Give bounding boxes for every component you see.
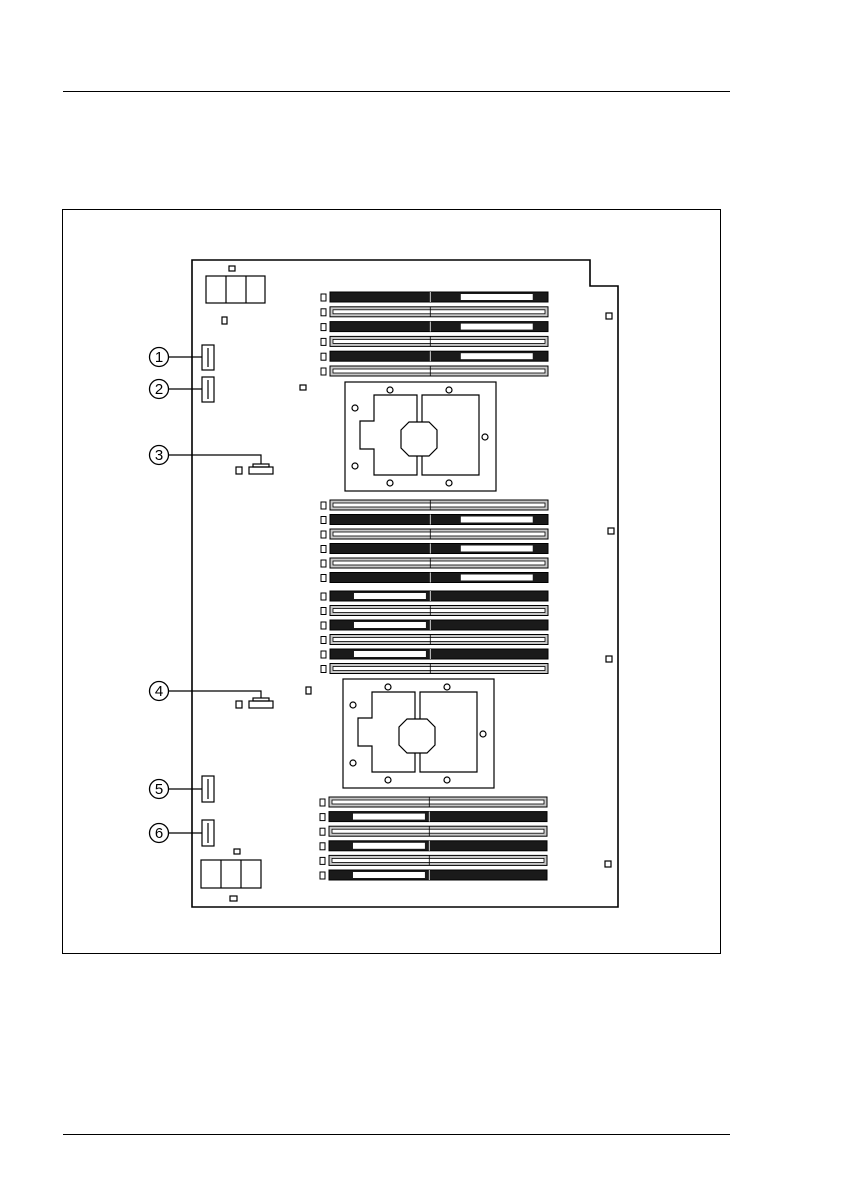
board-edge-component bbox=[605, 861, 611, 867]
dimm-slot bbox=[320, 841, 547, 851]
dimm-slot bbox=[321, 606, 548, 616]
vertical-connector-6 bbox=[202, 820, 214, 846]
dimm-latch bbox=[320, 799, 325, 806]
board-edge-component bbox=[606, 656, 612, 662]
small-component bbox=[300, 385, 306, 390]
dimm-latch bbox=[321, 593, 326, 600]
dimm-latch bbox=[320, 857, 325, 864]
callout-5: 5 bbox=[150, 780, 203, 799]
system-board-diagram: 1 2 3 4 5 6 bbox=[63, 210, 722, 955]
dimm-latch bbox=[320, 872, 325, 879]
board-edge-component bbox=[608, 528, 614, 534]
dimm-slots bbox=[320, 292, 548, 880]
dimm-latch bbox=[321, 560, 326, 567]
dimm-latch bbox=[321, 338, 326, 345]
dimm-slot bbox=[320, 797, 547, 807]
dimm-slot bbox=[321, 366, 548, 376]
dimm-slot bbox=[321, 544, 548, 554]
dimm-latch bbox=[320, 843, 325, 850]
dimm-latch bbox=[320, 828, 325, 835]
small-component bbox=[306, 687, 311, 694]
header-rule bbox=[63, 91, 730, 92]
dimm-latch bbox=[321, 531, 326, 538]
dimm-slot bbox=[321, 351, 548, 361]
cpu2-lower-slots bbox=[320, 797, 547, 880]
dimm-slot bbox=[321, 322, 548, 332]
footer-rule bbox=[63, 1134, 730, 1135]
dimm-slot bbox=[321, 292, 548, 302]
dimm-slot bbox=[321, 515, 548, 525]
cpu2-upper-slots bbox=[321, 591, 548, 674]
dimm-latch bbox=[321, 324, 326, 331]
dimm-latch bbox=[321, 575, 326, 582]
figure-frame: 1 2 3 4 5 6 bbox=[62, 209, 721, 954]
dimm-slot bbox=[321, 307, 548, 317]
dimm-slot bbox=[321, 620, 548, 630]
dimm-slot bbox=[320, 826, 547, 836]
callout-number: 3 bbox=[155, 447, 163, 464]
dimm-slot bbox=[321, 591, 548, 601]
dimm-slot bbox=[321, 635, 548, 645]
callout-leader-line bbox=[169, 691, 261, 698]
dimm-latch bbox=[321, 637, 326, 644]
callout-number: 4 bbox=[155, 683, 163, 700]
horizontal-connector-4 bbox=[236, 698, 273, 708]
dimm-latch bbox=[321, 651, 326, 658]
dimm-latch bbox=[321, 666, 326, 673]
dimm-latch bbox=[321, 622, 326, 629]
callout-4: 4 bbox=[150, 682, 262, 701]
vertical-connector-5 bbox=[202, 776, 214, 802]
callout-number: 1 bbox=[155, 349, 163, 366]
callout-number: 2 bbox=[155, 381, 163, 398]
dimm-latch bbox=[321, 608, 326, 615]
dimm-slot bbox=[321, 664, 548, 674]
callout-2: 2 bbox=[150, 380, 203, 399]
dimm-slot bbox=[320, 812, 547, 822]
dimm-slot bbox=[321, 649, 548, 659]
dimm-slot bbox=[320, 855, 547, 865]
callout-3: 3 bbox=[150, 446, 262, 465]
callouts: 1 2 3 4 5 6 bbox=[150, 348, 262, 843]
power-connector-bottom bbox=[201, 849, 261, 901]
dimm-latch bbox=[321, 294, 326, 301]
power-connector-top bbox=[206, 266, 265, 303]
dimm-latch bbox=[321, 517, 326, 524]
callout-1: 1 bbox=[150, 348, 203, 367]
dimm-slot bbox=[321, 529, 548, 539]
dimm-slot bbox=[320, 870, 547, 880]
vertical-connector-1 bbox=[202, 345, 214, 370]
dimm-latch bbox=[321, 353, 326, 360]
small-component bbox=[222, 317, 227, 324]
cpu-socket-2 bbox=[343, 679, 494, 788]
dimm-slot bbox=[321, 558, 548, 568]
vertical-connector-2 bbox=[202, 377, 214, 402]
dimm-latch bbox=[321, 309, 326, 316]
dimm-slot bbox=[321, 573, 548, 583]
dimm-latch bbox=[321, 546, 326, 553]
dimm-slot bbox=[321, 336, 548, 346]
horizontal-connector-3 bbox=[236, 464, 273, 474]
cpu1-lower-slots bbox=[321, 500, 548, 583]
callout-6: 6 bbox=[150, 824, 203, 843]
cpu-socket-1 bbox=[345, 382, 496, 491]
callout-number: 5 bbox=[155, 781, 163, 798]
callout-number: 6 bbox=[155, 825, 163, 842]
dimm-latch bbox=[320, 814, 325, 821]
board-edge-component bbox=[606, 313, 612, 319]
callout-leader-line bbox=[169, 455, 261, 464]
dimm-slot bbox=[321, 500, 548, 510]
dimm-latch bbox=[321, 502, 326, 509]
cpu1-upper-slots bbox=[321, 292, 548, 376]
dimm-latch bbox=[321, 368, 326, 375]
